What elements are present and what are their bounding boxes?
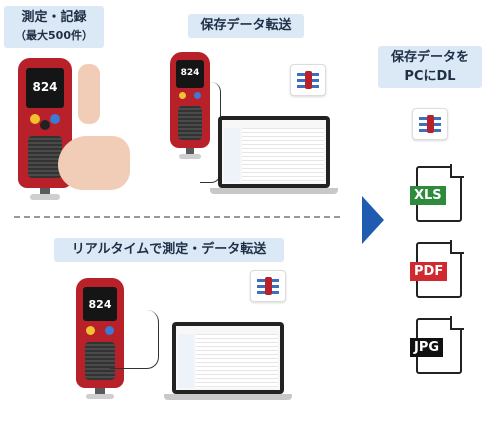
meter-reading-bottom: 824 — [88, 298, 112, 311]
jpg-file-icon: JPG — [410, 316, 464, 374]
app-icon-bottom — [250, 270, 286, 302]
hand — [58, 136, 130, 190]
xls-file-label: XLS — [410, 186, 446, 205]
arrow-right-icon — [362, 196, 384, 244]
label-transfer-saved: 保存データ転送 — [188, 14, 304, 38]
hand-thumb — [78, 64, 100, 124]
xls-file-icon: XLS — [410, 164, 464, 222]
label-realtime: リアルタイムで測定・データ転送 — [54, 238, 284, 262]
label-measure-record-title: 測定・記録 — [21, 10, 87, 25]
label-download-line1: 保存データを — [390, 50, 469, 65]
meter-reading: 824 — [32, 80, 58, 94]
pdf-file-icon: PDF — [410, 240, 464, 298]
label-measure-record: 測定・記録 （最大500件） — [4, 6, 104, 48]
pdf-file-label: PDF — [410, 262, 448, 281]
label-download-pc: 保存データを PCにDL — [378, 46, 482, 88]
meter-reading-top: 824 — [180, 68, 200, 78]
app-icon-download — [412, 108, 448, 140]
label-download-line2: PCにDL — [404, 69, 456, 84]
usb-cable-bottom — [110, 310, 159, 369]
jpg-file-label: JPG — [410, 338, 444, 357]
label-max-count: （最大500件） — [15, 29, 93, 42]
section-divider — [14, 216, 340, 218]
app-icon-top — [290, 64, 326, 96]
